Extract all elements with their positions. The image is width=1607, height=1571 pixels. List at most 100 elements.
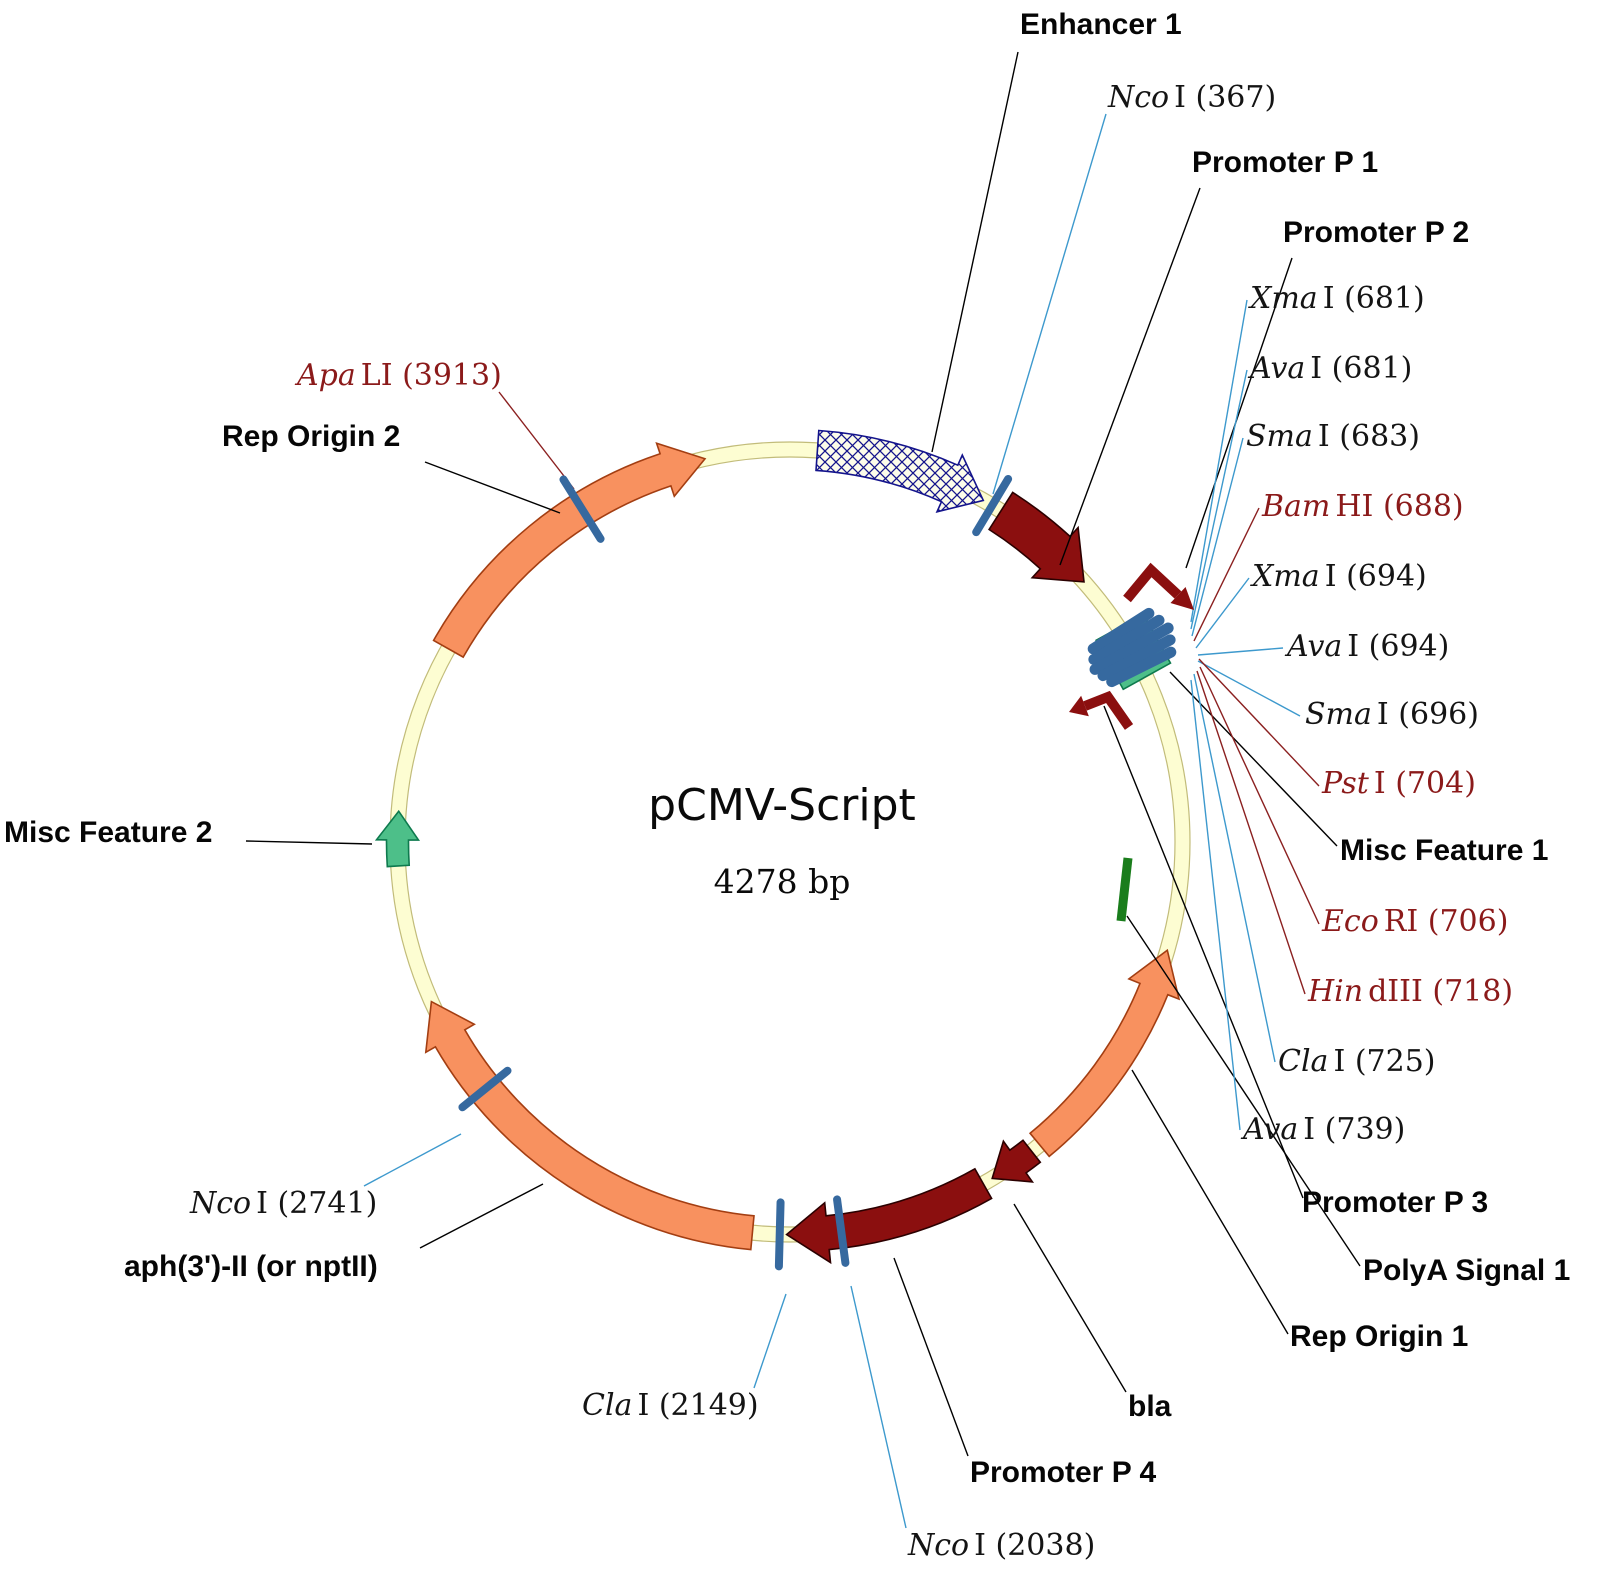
restriction-tick-ncoi-2038: [833, 1195, 850, 1267]
enzyme-name: Hin: [1308, 974, 1364, 1009]
promoter-p3-glyph-head: [1069, 695, 1089, 717]
enzyme-name: Xma: [1252, 559, 1320, 594]
leader-line: [931, 51, 1019, 453]
enzyme-name: Nco: [908, 1528, 970, 1563]
enzyme-name: Nco: [190, 1186, 252, 1221]
enzyme-suffix-position: I (704): [1373, 766, 1476, 801]
restriction-tick-ncoi-2741: [458, 1066, 512, 1112]
enzyme-suffix-position: dIII (718): [1368, 974, 1514, 1009]
leader-line: [1197, 660, 1301, 717]
feature-promoter-p1: [987, 491, 1085, 583]
enzyme-name: Ava: [1250, 351, 1306, 386]
enzyme-name: Apa: [297, 358, 356, 393]
plasmid-title: pCMV-Script: [648, 780, 916, 831]
leader-line: [1131, 1069, 1289, 1335]
enzyme-name: Ava: [1243, 1112, 1299, 1147]
feature-misc-feature-2: [374, 809, 421, 868]
leader-line: [1198, 658, 1320, 787]
enzyme-name: Cla: [582, 1388, 633, 1423]
leader-line: [1191, 437, 1244, 637]
enzyme-name: Ava: [1287, 629, 1343, 664]
enzyme-suffix-position: I (367): [1174, 80, 1277, 115]
restriction-tick-ncoi-367: [972, 474, 1013, 537]
enzyme-suffix-position: I (681): [1322, 281, 1425, 316]
enzyme-suffix-position: I (725): [1333, 1044, 1436, 1079]
leader-line: [1190, 679, 1241, 1131]
leader-line: [1190, 299, 1248, 623]
feature-label-promoter-p2: Promoter P 2: [1283, 216, 1470, 249]
feature-promoter-p4: [991, 1139, 1042, 1183]
feature-rep-origin-2: [432, 441, 707, 659]
leader-line: [753, 1293, 787, 1389]
enzyme-name: Bam: [1262, 489, 1331, 524]
enzyme-name: Pst: [1322, 766, 1369, 801]
feature-label-promoter-p4: Promoter P 4: [970, 1456, 1157, 1489]
leader-line: [992, 113, 1107, 495]
enzyme-suffix-position: I (739): [1303, 1112, 1406, 1147]
leader-line: [1169, 671, 1338, 847]
restriction-tick-apali-3913: [559, 475, 605, 543]
feature-label-misc-feature-2: Misc Feature 2: [4, 816, 213, 849]
enzyme-suffix-position: HI (688): [1335, 489, 1464, 524]
leader-line: [498, 391, 575, 490]
restriction-tick-mcs-1: [1087, 607, 1155, 655]
feature-label-aph: aph(3')-II (or nptII): [124, 1250, 378, 1283]
leader-line: [424, 461, 561, 514]
feature-enhancer-1: [815, 429, 985, 513]
leader-line: [1013, 1203, 1127, 1393]
leader-line: [245, 840, 373, 845]
feature-label-rep-origin-1: Rep Origin 1: [1290, 1320, 1469, 1353]
feature-label-enhancer-1: Enhancer 1: [1020, 8, 1182, 41]
leader-line: [1195, 577, 1250, 649]
leader-line: [1185, 257, 1293, 569]
enzyme-suffix-position: I (2038): [974, 1528, 1096, 1563]
enzyme-suffix-position: I (2149): [637, 1388, 759, 1423]
enzyme-name: Eco: [1322, 904, 1379, 939]
leader-line: [1059, 187, 1201, 566]
enzyme-name: Sma: [1305, 697, 1372, 732]
feature-label-promoter-p1: Promoter P 1: [1192, 146, 1379, 179]
enzyme-suffix-position: I (2741): [256, 1186, 378, 1221]
feature-label-rep-origin-2: Rep Origin 2: [222, 420, 401, 453]
enzyme-suffix-position: LI (3913): [360, 358, 502, 393]
restriction-tick-clai-2149: [774, 1198, 785, 1271]
plasmid-size: 4278 bp: [713, 862, 851, 901]
leader-line: [1193, 507, 1260, 642]
promoter-p3-glyph: [1083, 690, 1134, 730]
feature-aph: [424, 1000, 755, 1251]
leader-line: [363, 1133, 462, 1187]
enzyme-name: Cla: [1278, 1044, 1329, 1079]
enzyme-name: Xma: [1250, 281, 1318, 316]
restriction-tick-mcs-3: [1089, 622, 1174, 675]
leader-line: [1197, 647, 1284, 656]
leader-line: [1193, 673, 1276, 1063]
leader-line: [1103, 705, 1304, 1199]
feature-label-misc-feature-1: Misc Feature 1: [1340, 834, 1549, 867]
leader-line: [1199, 666, 1320, 925]
leader-line: [850, 1285, 907, 1529]
enzyme-suffix-position: RI (706): [1383, 904, 1509, 939]
promoter-p2-glyph: [1123, 562, 1182, 603]
feature-rep-origin-1: [1028, 948, 1181, 1158]
enzyme-suffix-position: I (683): [1317, 419, 1420, 454]
feature-polya-signal-1: [1116, 857, 1133, 922]
restriction-tick-mcs-4: [1097, 634, 1176, 682]
leader-line: [1126, 915, 1361, 1267]
promoter-p2-glyph-head: [1170, 586, 1194, 610]
leader-line: [893, 1257, 969, 1457]
